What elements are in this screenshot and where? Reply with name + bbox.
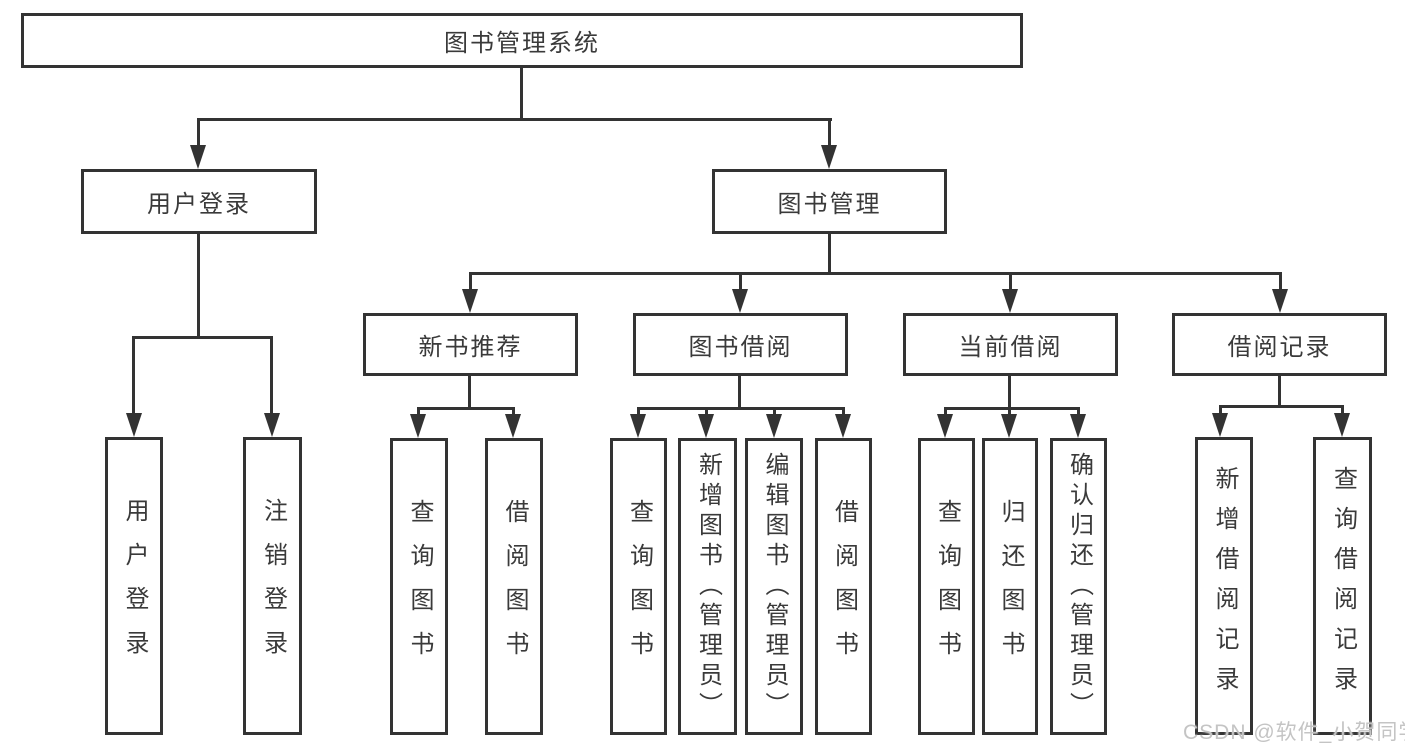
node-leaf-add-book-admin: 新增图书（管理员） bbox=[678, 438, 737, 735]
edge-userlogin-stub-1 bbox=[132, 336, 135, 431]
node-borrow-records: 借阅记录 bbox=[1172, 313, 1387, 376]
arrow-down-icon bbox=[1272, 289, 1288, 313]
node-leaf-user-login: 用户登录 bbox=[105, 437, 163, 735]
edge-borrow-split bbox=[637, 407, 845, 410]
arrow-down-icon bbox=[264, 413, 280, 437]
edge-root-drop bbox=[520, 68, 523, 121]
edge-borrow-drop bbox=[738, 376, 741, 409]
arrow-down-icon bbox=[698, 414, 714, 438]
arrow-down-icon bbox=[1001, 414, 1017, 438]
arrow-down-icon bbox=[821, 145, 837, 169]
node-leaf-borrow-books-recommend: 借阅图书 bbox=[485, 438, 543, 735]
arrow-down-icon bbox=[505, 414, 521, 438]
edge-records-drop bbox=[1278, 376, 1281, 407]
arrow-down-icon bbox=[835, 414, 851, 438]
arrow-down-icon bbox=[1334, 413, 1350, 437]
node-leaf-query-books-borrow: 查询图书 bbox=[610, 438, 667, 735]
node-leaf-add-borrow-record: 新增借阅记录 bbox=[1195, 437, 1253, 735]
edge-root-right-stub bbox=[828, 118, 831, 158]
edge-bookmgmt-split bbox=[469, 272, 1282, 275]
arrow-down-icon bbox=[937, 414, 953, 438]
node-leaf-borrow-books: 借阅图书 bbox=[815, 438, 872, 735]
node-current-borrow: 当前借阅 bbox=[903, 313, 1118, 376]
edge-userlogin-stub-2 bbox=[270, 336, 273, 431]
node-leaf-return-book: 归还图书 bbox=[982, 438, 1038, 735]
node-leaf-query-books-current: 查询图书 bbox=[918, 438, 975, 735]
node-book-management: 图书管理 bbox=[712, 169, 947, 234]
node-book-borrow: 图书借阅 bbox=[633, 313, 848, 376]
node-leaf-edit-book-admin: 编辑图书（管理员） bbox=[745, 438, 803, 735]
edge-root-split bbox=[197, 118, 832, 121]
node-root: 图书管理系统 bbox=[21, 13, 1023, 68]
edge-userlogin-drop bbox=[197, 234, 200, 338]
arrow-down-icon bbox=[462, 289, 478, 313]
arrow-down-icon bbox=[630, 414, 646, 438]
node-leaf-query-borrow-record: 查询借阅记录 bbox=[1313, 437, 1372, 735]
arrow-down-icon bbox=[1002, 289, 1018, 313]
watermark-text: CSDN @软件_小贺同学 bbox=[1183, 721, 1405, 744]
edge-bookmgmt-drop bbox=[828, 234, 831, 274]
arrow-down-icon bbox=[1070, 414, 1086, 438]
arrow-down-icon bbox=[410, 414, 426, 438]
arrow-down-icon bbox=[190, 145, 206, 169]
edge-root-left-stub bbox=[197, 118, 200, 158]
edge-userlogin-split bbox=[132, 336, 273, 339]
edge-records-split bbox=[1219, 405, 1344, 408]
node-user-login: 用户登录 bbox=[81, 169, 317, 234]
node-new-book-recommend: 新书推荐 bbox=[363, 313, 578, 376]
arrow-down-icon bbox=[1212, 413, 1228, 437]
arrow-down-icon bbox=[766, 414, 782, 438]
edge-current-split bbox=[944, 407, 1080, 410]
edge-recommend-drop bbox=[468, 376, 471, 409]
node-leaf-query-books-recommend: 查询图书 bbox=[390, 438, 448, 735]
node-leaf-logout: 注销登录 bbox=[243, 437, 302, 735]
edge-current-drop bbox=[1008, 376, 1011, 409]
node-leaf-confirm-return-admin: 确认归还（管理员） bbox=[1050, 438, 1107, 735]
edge-recommend-split bbox=[417, 407, 515, 410]
arrow-down-icon bbox=[732, 289, 748, 313]
arrow-down-icon bbox=[126, 413, 142, 437]
